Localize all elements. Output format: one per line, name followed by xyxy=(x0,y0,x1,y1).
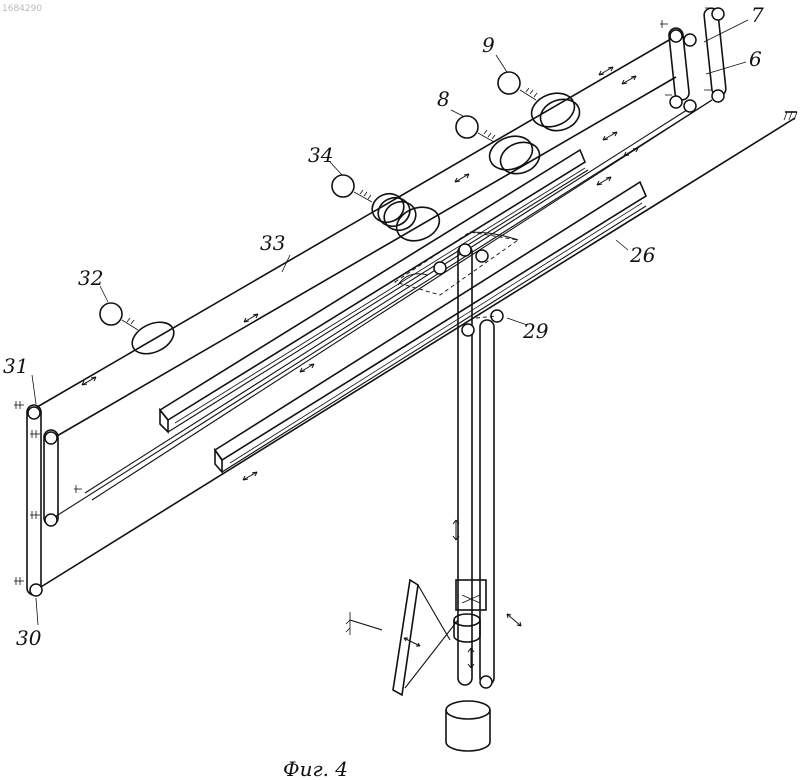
motor-icon xyxy=(100,303,122,325)
pulley-icon xyxy=(480,676,492,688)
pulley-icon xyxy=(684,100,696,112)
pulley-icon xyxy=(30,584,42,596)
leader-lines xyxy=(32,20,748,625)
label-9: 9 xyxy=(482,33,495,57)
label-26: 26 xyxy=(629,243,656,267)
pulley-icon xyxy=(670,96,682,108)
pulley-icon xyxy=(684,34,696,46)
pulley-icon xyxy=(670,30,682,42)
gripper-plate xyxy=(346,580,458,695)
figure-caption: Фиг. 4 xyxy=(283,757,348,780)
drive-8 xyxy=(456,116,544,179)
label-7: 7 xyxy=(751,3,764,27)
pulley-icon xyxy=(712,90,724,102)
drive-34 xyxy=(332,175,444,247)
left-link-31-30 xyxy=(14,401,82,596)
pulley-icon xyxy=(462,324,474,336)
label-29: 29 xyxy=(522,319,549,343)
pulley-icon xyxy=(459,244,471,256)
cable-loop-lower xyxy=(36,100,795,590)
label-31: 31 xyxy=(3,354,28,378)
motor-icon xyxy=(332,175,354,197)
pulley-icon xyxy=(45,432,57,444)
label-33: 33 xyxy=(260,231,285,255)
channel-beam-upper xyxy=(160,150,588,432)
right-link-7 xyxy=(660,8,727,112)
pulley-icon xyxy=(28,407,40,419)
label-8: 8 xyxy=(437,87,450,111)
vertical-arm xyxy=(434,244,503,751)
drive-9 xyxy=(498,72,584,136)
pulley-icon xyxy=(434,262,446,274)
label-30: 30 xyxy=(16,626,42,650)
motor-icon xyxy=(498,72,520,94)
watermark: 1684290 xyxy=(2,4,42,14)
reference-labels: 7 6 9 8 34 33 26 32 29 31 30 xyxy=(3,3,764,650)
motion-arrows xyxy=(82,67,638,668)
motor-icon xyxy=(456,116,478,138)
label-6: 6 xyxy=(749,47,762,71)
label-34: 34 xyxy=(308,143,333,167)
pulley-icon xyxy=(476,250,488,262)
label-32: 32 xyxy=(78,266,103,290)
channel-beam-lower xyxy=(215,182,646,472)
pulley-icon xyxy=(45,514,57,526)
pulley-icon xyxy=(712,8,724,20)
